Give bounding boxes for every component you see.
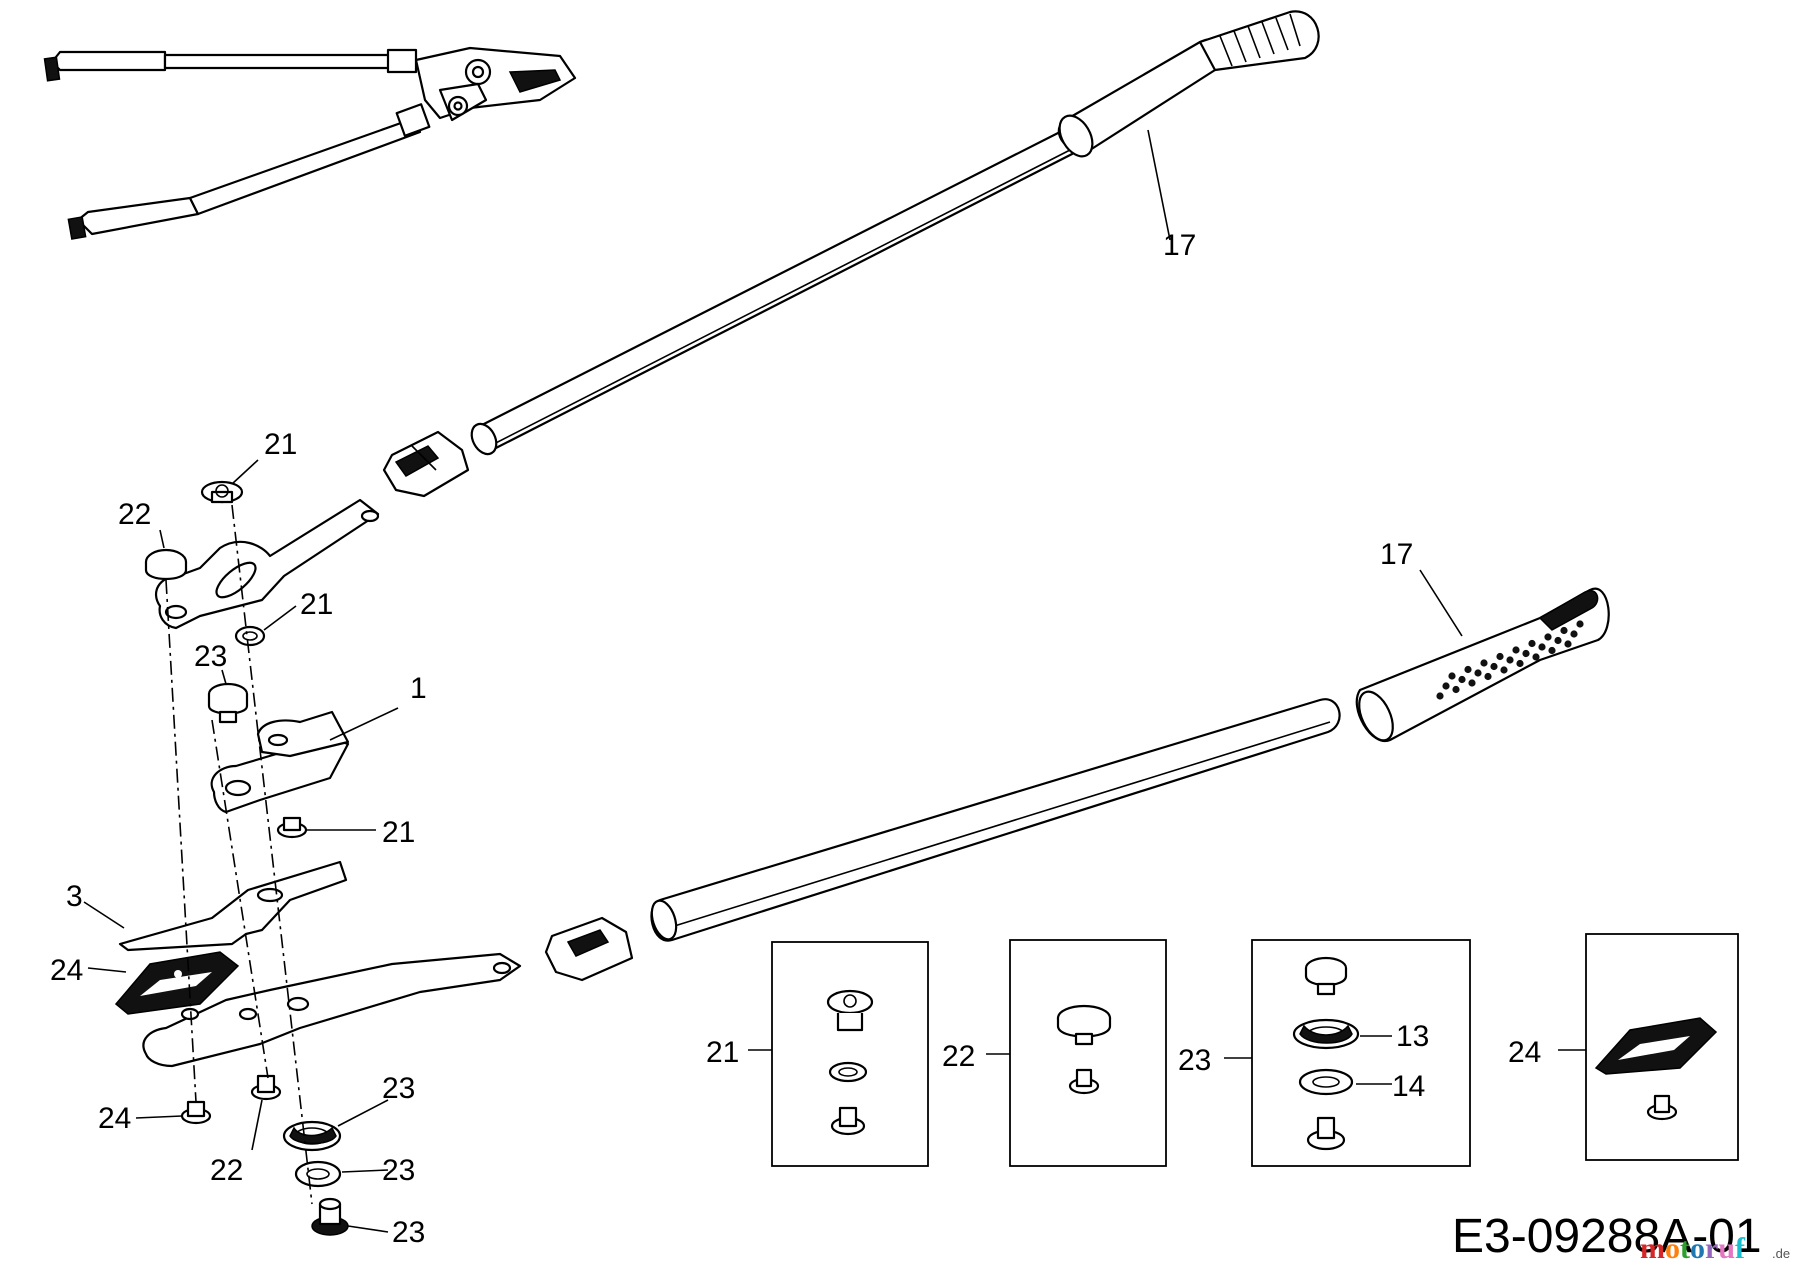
callout-22-low: 22 [210, 1154, 243, 1187]
callout-23-washer: 23 [382, 1072, 415, 1105]
watermark-letter: o [1665, 1232, 1680, 1265]
grip-dot [1474, 669, 1482, 677]
detail-sublabel-14: 14 [1392, 1070, 1425, 1103]
grip-dot [1564, 640, 1572, 648]
grip-dot [1480, 659, 1488, 667]
watermark-suffix: .de [1772, 1246, 1790, 1261]
anvil-plate-1 [210, 710, 350, 814]
detail-label-21: 21 [706, 1036, 739, 1069]
grip-dot [1516, 659, 1524, 668]
lower-grip-17 [1355, 587, 1610, 743]
screw-24-low [180, 1100, 212, 1125]
callout-labels: 17 17 21 22 21 23 1 21 3 24 24 22 23 23 … [50, 229, 1413, 1249]
upper-grip-ribs [1219, 13, 1301, 67]
callout-1-anvil: 1 [410, 672, 427, 705]
grip-dot [1458, 675, 1466, 684]
blade-3 [118, 860, 348, 952]
detail-box-22: 22 [942, 939, 1167, 1167]
grip-dot [1464, 665, 1472, 674]
callout-23-bolt: 23 [392, 1216, 425, 1249]
bushing-23 [207, 682, 249, 724]
callout-17-lower: 17 [1380, 538, 1413, 571]
grip-dot [1532, 653, 1540, 661]
watermark-letter: m [1640, 1232, 1665, 1265]
callout-21-bolt: 21 [264, 428, 297, 461]
grip-dot [1500, 666, 1508, 674]
watermark-letter: u [1718, 1232, 1735, 1265]
callout-21-nut: 21 [382, 816, 415, 849]
detail-label-23: 23 [1178, 1044, 1211, 1077]
upper-grip-17 [1057, 10, 1320, 158]
washer-21-mid [234, 625, 266, 647]
callout-23-bushing: 23 [194, 640, 227, 673]
watermark-letter: t [1680, 1232, 1690, 1265]
grip-dot [1452, 685, 1460, 694]
grip-dot [1528, 639, 1536, 648]
washer-23-pivot [282, 1120, 342, 1152]
ring-23-pivot [294, 1160, 342, 1188]
detail-sublabel-13: 13 [1396, 1020, 1429, 1053]
grip-dot [1522, 649, 1530, 658]
detail-label-24: 24 [1508, 1036, 1541, 1069]
grip-dot [1544, 633, 1552, 641]
watermark-letter: o [1690, 1232, 1705, 1265]
watermark-brand: motoruf [1640, 1232, 1746, 1265]
assembly-axes [165, 504, 313, 1205]
grip-dot [1570, 630, 1578, 638]
callout-17-upper: 17 [1163, 229, 1196, 262]
detail-box-23: 23 13 14 [1178, 939, 1471, 1167]
bumper-24 [114, 951, 240, 1015]
grip-dot [1468, 679, 1476, 687]
lower-handle-tube [650, 698, 1341, 942]
assembled-lopper-thumbnail [43, 46, 577, 240]
watermark-letter: f [1735, 1232, 1746, 1265]
lower-jaw-plate [142, 952, 522, 1068]
grip-dot [1490, 662, 1498, 671]
lower-grip-dots [1436, 620, 1584, 700]
grip-dot [1548, 646, 1556, 655]
grip-dot [1506, 656, 1514, 664]
cap-22-top [144, 548, 188, 581]
grip-dot [1436, 692, 1444, 700]
grip-dot [1538, 643, 1546, 651]
nut-21-low [276, 816, 308, 839]
detail-box-21: 21 [706, 941, 929, 1167]
grip-dot [1560, 626, 1568, 635]
callout-24-bumper: 24 [50, 954, 83, 987]
grip-dot [1496, 652, 1504, 661]
upper-ferrule [382, 430, 470, 498]
detail-label-22: 22 [942, 1040, 975, 1073]
callout-22-cap: 22 [118, 498, 151, 531]
bolt-21-top [200, 480, 244, 504]
bolt-23-pivot [311, 1197, 349, 1236]
upper-handle-tube [470, 129, 1082, 456]
callout-24-screw: 24 [98, 1102, 131, 1135]
cap-22-low [250, 1074, 282, 1101]
grip-dot [1512, 646, 1520, 654]
detail-box-24: 24 [1508, 933, 1739, 1161]
drawing-code: E3-09288A-01 [1452, 1210, 1762, 1263]
callout-23-ring: 23 [382, 1154, 415, 1187]
grip-dot [1576, 620, 1584, 628]
leader-lines [83, 129, 1463, 1233]
callout-3-blade: 3 [66, 880, 83, 913]
watermark-letter: r [1705, 1232, 1718, 1265]
grip-dot [1442, 682, 1450, 690]
grip-dot [1484, 672, 1492, 681]
lower-ferrule [544, 916, 634, 982]
motoruf-watermark: motoruf .de [1640, 1232, 1790, 1265]
grip-dot [1448, 672, 1456, 680]
upper-jaw-plate [154, 498, 380, 630]
callout-21-washer: 21 [300, 588, 333, 621]
grip-dot [1554, 636, 1562, 645]
